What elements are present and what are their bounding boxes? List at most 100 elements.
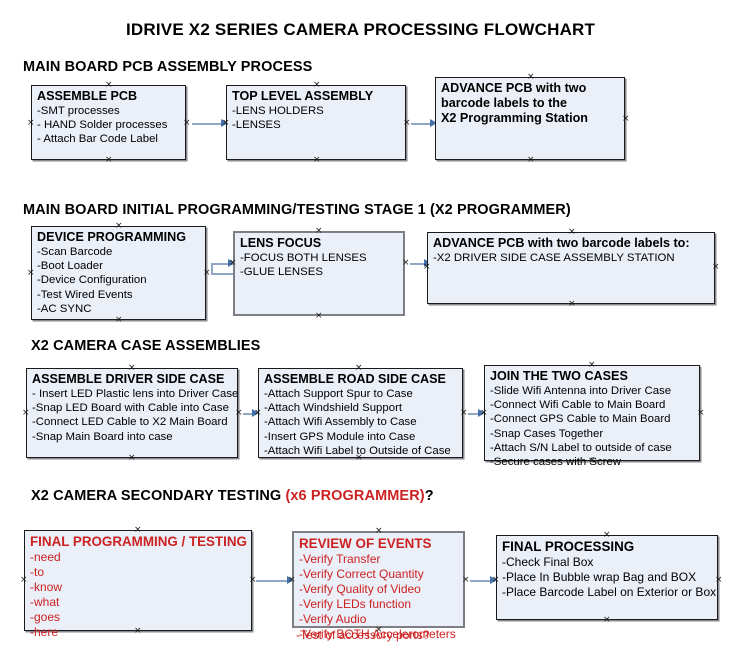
connection-handle-icon: [315, 227, 323, 236]
connection-handle-icon: [355, 364, 363, 373]
box-line: -to: [30, 565, 45, 579]
box-line: -goes: [30, 610, 61, 624]
connection-handle-icon: [603, 616, 611, 625]
connector-line: [410, 263, 427, 265]
connection-handle-icon: [402, 259, 410, 268]
connection-handle-icon: [588, 457, 596, 466]
box-line: -Place Barcode Label on Exterior or Box: [502, 585, 717, 599]
box-line: -Attach Support Spur to Case: [264, 388, 413, 400]
box-line: -what: [30, 595, 60, 609]
box-line: -Verify Quality of Video: [299, 582, 421, 596]
connection-handle-icon: [603, 531, 611, 540]
connection-handle-icon: [462, 576, 470, 585]
connector-line: [211, 273, 233, 275]
heading-suffix: ?: [424, 488, 434, 504]
box-header: ASSEMBLE ROAD SIDE CASE: [264, 372, 446, 386]
box-final-processing[interactable]: FINAL PROCESSING -Check Final Box -Place…: [496, 535, 718, 620]
box-line: -Slide Wifi Antenna into Driver Case: [490, 385, 672, 397]
connection-handle-icon: [403, 119, 411, 128]
connection-handle-icon: [288, 576, 296, 585]
box-header: JOIN THE TWO CASES: [490, 369, 628, 383]
connection-handle-icon: [712, 263, 720, 272]
box-line: -Attach Windshield Support: [264, 402, 403, 415]
box-line: -X2 DRIVER SIDE CASE ASSEMBLY STATION: [433, 252, 675, 264]
box-line: -LENS HOLDERS: [232, 105, 324, 117]
connection-handle-icon: [622, 115, 630, 124]
box-line: -Verify Audio: [299, 612, 367, 626]
connection-handle-icon: [480, 409, 488, 418]
box-header: TOP LEVEL ASSEMBLY: [232, 89, 374, 103]
connection-handle-icon: [492, 576, 500, 585]
connection-handle-icon: [183, 119, 191, 128]
section-heading-main-board-pcb: MAIN BOARD PCB ASSEMBLY PROCESS: [23, 59, 313, 75]
box-header: ASSEMBLE DRIVER SIDE CASE: [32, 372, 225, 386]
section-heading-secondary-testing: X2 CAMERA SECONDARY TESTING (x6 PROGRAMM…: [31, 488, 434, 504]
box-line: -Test Wired Events: [37, 288, 133, 301]
connection-handle-icon: [423, 263, 431, 272]
box-line: -Place In Bubble wrap Bag and BOX: [502, 570, 697, 584]
box-assemble-road-side-case[interactable]: ASSEMBLE ROAD SIDE CASE -Attach Support …: [258, 368, 463, 458]
connection-handle-icon: [568, 228, 576, 237]
box-header: DEVICE PROGRAMMING: [37, 230, 187, 244]
connector-line: [411, 123, 433, 125]
connection-handle-icon: [588, 361, 596, 370]
box-line: -know: [30, 580, 63, 594]
box-line: -Connect Wifi Cable to Main Board: [490, 399, 666, 412]
box-device-programming[interactable]: DEVICE PROGRAMMING -Scan Barcode -Boot L…: [31, 226, 206, 320]
box-line: -Snap Cases Together: [490, 427, 604, 440]
box-advance-pcb-programming-station[interactable]: ADVANCE PCB with two barcode labels to t…: [435, 77, 625, 160]
box-line: -LENSES: [232, 119, 281, 132]
box-line: -AC SYNC: [37, 302, 92, 315]
box-header: ADVANCE PCB with two: [441, 81, 587, 95]
box-lens-focus[interactable]: LENS FOCUS -FOCUS BOTH LENSES -GLUE LENS…: [233, 231, 405, 316]
connector-line: [211, 263, 233, 265]
box-line: - HAND Solder processes: [37, 119, 168, 132]
connection-handle-icon: [715, 576, 723, 585]
connector-line: [211, 263, 213, 274]
box-line: -Attach Wifi Assembly to Case: [264, 416, 417, 429]
box-line: -Connect GPS Cable to Main Board: [490, 413, 671, 426]
connection-handle-icon: [229, 259, 237, 268]
box-line: -Verify Correct Quantity: [299, 567, 424, 581]
box-line: -Insert GPS Module into Case: [264, 430, 416, 443]
connector-line: [192, 123, 224, 125]
connector-arrow-icon: [430, 119, 437, 127]
connection-handle-icon: [222, 119, 230, 128]
connector-line: [256, 580, 290, 582]
box-line: -Attach Wifi Label to Outside of Case: [264, 444, 451, 457]
connector-line: [470, 580, 495, 582]
box-advance-pcb-driver-side[interactable]: ADVANCE PCB with two barcode labels to: …: [427, 232, 715, 304]
box-line: - Insert LED Plastic lens into Driver Ca…: [32, 388, 239, 400]
page-title: IDRIVE X2 SERIES CAMERA PROCESSING FLOWC…: [126, 20, 596, 39]
box-join-two-cases[interactable]: JOIN THE TWO CASES -Slide Wifi Antenna i…: [484, 365, 700, 468]
connection-handle-icon: [22, 409, 30, 418]
box-final-programming-testing[interactable]: FINAL PROGRAMMING / TESTING -need -to -k…: [24, 530, 252, 639]
connection-handle-icon: [375, 626, 383, 635]
connection-handle-icon: [105, 81, 113, 90]
connection-handle-icon: [313, 81, 321, 90]
heading-red-text: (x6 PROGRAMMER): [285, 488, 425, 504]
box-top-level-assembly[interactable]: TOP LEVEL ASSEMBLY -LENS HOLDERS -LENSES: [226, 85, 406, 160]
box-line: -need: [30, 550, 61, 564]
box-line: -Snap LED Board with Cable into Case: [32, 402, 229, 415]
box-line: -FOCUS BOTH LENSES: [240, 252, 367, 264]
section-heading-case-assemblies: X2 CAMERA CASE ASSEMBLIES: [31, 338, 261, 354]
box-line: -Device Configuration: [37, 274, 147, 287]
box-review-of-events[interactable]: REVIEW OF EVENTS -Verify Transfer -Verif…: [292, 531, 465, 641]
connection-handle-icon: [115, 316, 123, 325]
connection-handle-icon: [315, 312, 323, 321]
box-line: -Check Final Box: [502, 555, 594, 569]
box-assemble-driver-side-case[interactable]: ASSEMBLE DRIVER SIDE CASE - Insert LED P…: [26, 368, 238, 458]
box-line: X2 Programming Station: [441, 111, 588, 125]
box-line: -Connect LED Cable to X2 Main Board: [32, 416, 228, 429]
connection-handle-icon: [134, 627, 142, 636]
connection-handle-icon: [27, 119, 35, 128]
box-line: -Boot Loader: [37, 260, 103, 273]
box-line: -Scan Barcode: [37, 246, 113, 258]
heading-text: X2 CAMERA SECONDARY TESTING: [31, 488, 286, 504]
box-line: -Attach S/N Label to outside of case: [490, 441, 672, 454]
connection-handle-icon: [128, 364, 136, 373]
box-line: -here: [30, 625, 59, 639]
connection-handle-icon: [527, 156, 535, 165]
box-assemble-pcb[interactable]: ASSEMBLE PCB -SMT processes - HAND Solde…: [31, 85, 186, 160]
